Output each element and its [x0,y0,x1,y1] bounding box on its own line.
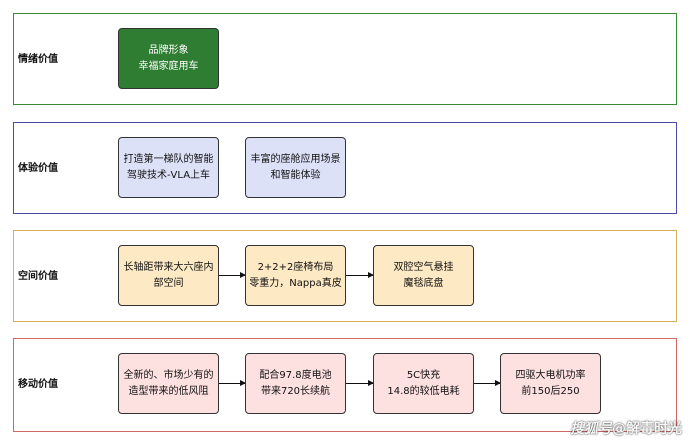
box-air-suspension-line2: 魔毯底盘 [403,277,444,289]
box-cockpit-experience-line2: 和智能体验 [270,169,321,181]
box-air-suspension: 双腔空气悬挂 魔毯底盘 [373,245,474,306]
box-brand-image: 品牌形象 幸福家庭用车 [118,28,219,89]
box-long-wheelbase-line2: 部空间 [153,277,184,289]
panel-label-experience: 体验价值 [18,163,58,174]
watermark: 搜狐号@解毒时光 [570,418,682,438]
panel-label-mobility: 移动价值 [18,379,58,390]
box-brand-image-line1: 品牌形象 [148,44,189,56]
box-low-drag-design-line2: 造型带来的低风阻 [128,385,209,397]
box-seat-layout-line1: 2+2+2座椅布局 [257,261,334,273]
box-motor-power: 四驱大电机功率 前150后250 [500,353,601,414]
box-cockpit-experience: 丰富的座舱应用场景 和智能体验 [245,137,346,198]
box-cockpit-experience-line1: 丰富的座舱应用场景 [250,153,341,165]
arrow-space-2 [346,271,374,278]
box-battery-range-line1: 配合97.8度电池 [259,369,332,381]
box-seat-layout: 2+2+2座椅布局 零重力，Nappa真皮 [245,245,346,306]
panel-label-space: 空间价值 [18,271,58,282]
box-battery-range: 配合97.8度电池 带来720长续航 [245,353,346,414]
panel-label-emotion: 情绪价值 [18,54,58,65]
arrow-mobility-1 [219,379,246,386]
watermark-logo: 搜狐号 [570,421,612,437]
box-motor-power-line1: 四驱大电机功率 [515,369,586,381]
box-smart-driving: 打造第一梯队的智能 驾驶技术-VLA上车 [118,137,219,198]
emotion-value-panel: 情绪价值 [13,13,677,105]
box-motor-power-line2: 前150后250 [521,385,580,397]
arrow-mobility-3 [474,379,501,386]
watermark-handle: @解毒时光 [612,421,682,437]
arrow-mobility-2 [346,379,374,386]
box-fast-charging-line1: 5C快充 [406,369,441,381]
box-smart-driving-line2: 驾驶技术-VLA上车 [126,169,211,181]
box-fast-charging: 5C快充 14.8的较低电耗 [373,353,474,414]
box-fast-charging-line2: 14.8的较低电耗 [387,385,460,397]
box-low-drag-design: 全新的、市场少有的 造型带来的低风阻 [118,353,219,414]
box-seat-layout-line2: 零重力，Nappa真皮 [249,277,342,289]
box-battery-range-line2: 带来720长续航 [260,385,331,397]
box-long-wheelbase-line1: 长轴距带来大六座内 [123,261,214,273]
box-air-suspension-line1: 双腔空气悬挂 [393,261,454,273]
arrow-space-1 [219,271,246,278]
box-long-wheelbase: 长轴距带来大六座内 部空间 [118,245,219,306]
box-brand-image-line2: 幸福家庭用车 [138,60,199,72]
box-smart-driving-line1: 打造第一梯队的智能 [123,153,214,165]
box-low-drag-design-line1: 全新的、市场少有的 [123,369,214,381]
